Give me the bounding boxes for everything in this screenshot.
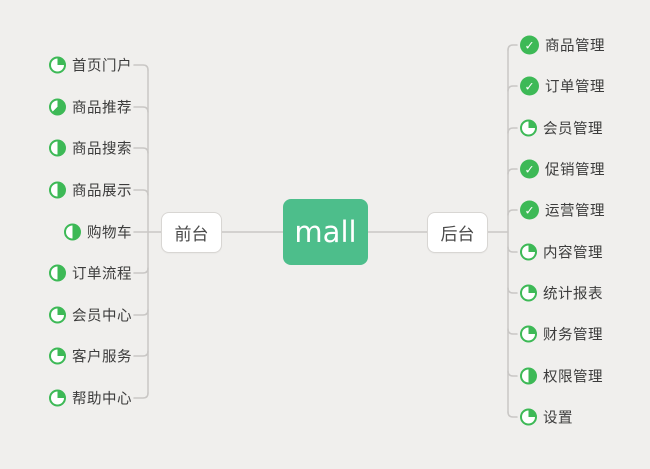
- topic-item[interactable]: 商品展示: [49, 180, 132, 201]
- topic-label: 权限管理: [543, 369, 603, 386]
- progress-pie-icon[interactable]: [49, 181, 66, 199]
- progress-pie-icon[interactable]: [49, 306, 66, 324]
- progress-pie-icon[interactable]: [49, 264, 66, 282]
- topic-item[interactable]: 客户服务: [49, 346, 132, 367]
- topic-item[interactable]: 内容管理: [520, 242, 603, 263]
- progress-done-icon[interactable]: ✓: [520, 35, 539, 55]
- topic-label: 商品管理: [545, 38, 605, 55]
- topic-label: 运营管理: [545, 203, 605, 220]
- topic-label: 会员中心: [72, 308, 132, 325]
- topic-item[interactable]: 购物车: [64, 222, 132, 243]
- topic-label: 购物车: [87, 225, 132, 242]
- topic-label: 内容管理: [543, 245, 603, 262]
- topic-label: 客户服务: [72, 349, 132, 366]
- topic-item[interactable]: 权限管理: [520, 366, 603, 387]
- topic-item[interactable]: 会员管理: [520, 118, 603, 139]
- topic-label: 统计报表: [543, 286, 603, 303]
- topic-item[interactable]: 帮助中心: [49, 388, 132, 409]
- topic-label: 会员管理: [543, 121, 603, 138]
- progress-pie-icon[interactable]: [64, 223, 81, 241]
- progress-pie-icon[interactable]: [49, 139, 66, 157]
- topic-item[interactable]: 首页门户: [49, 55, 132, 76]
- topic-item[interactable]: 商品搜索: [49, 138, 132, 159]
- progress-pie-icon[interactable]: [520, 367, 537, 385]
- progress-pie-icon[interactable]: [49, 347, 66, 365]
- topic-item[interactable]: 统计报表: [520, 283, 603, 304]
- topic-item[interactable]: 财务管理: [520, 324, 603, 345]
- progress-pie-icon[interactable]: [520, 284, 537, 302]
- topic-label: 订单管理: [545, 79, 605, 96]
- branch-label: 前台: [174, 225, 209, 245]
- progress-done-icon[interactable]: ✓: [520, 200, 539, 220]
- topic-label: 商品展示: [72, 183, 132, 200]
- topic-item[interactable]: 设置: [520, 407, 573, 428]
- topic-item[interactable]: ✓ 促销管理: [520, 159, 605, 180]
- topic-label: 设置: [543, 410, 573, 427]
- progress-pie-icon[interactable]: [49, 389, 66, 407]
- branch-node-backend[interactable]: 后台: [427, 212, 488, 253]
- topic-label: 商品搜索: [72, 141, 132, 158]
- progress-pie-icon[interactable]: [520, 243, 537, 261]
- topic-item[interactable]: ✓ 商品管理: [520, 35, 605, 56]
- topic-label: 订单流程: [72, 266, 132, 283]
- topic-label: 首页门户: [72, 58, 132, 75]
- topic-item[interactable]: 订单流程: [49, 263, 132, 284]
- branch-label: 后台: [440, 225, 475, 245]
- topic-item[interactable]: ✓ 订单管理: [520, 76, 605, 97]
- topic-label: 帮助中心: [72, 391, 132, 408]
- topic-item[interactable]: ✓ 运营管理: [520, 200, 605, 221]
- progress-pie-icon[interactable]: [520, 119, 537, 137]
- progress-pie-icon[interactable]: [49, 56, 66, 74]
- progress-done-icon[interactable]: ✓: [520, 159, 539, 179]
- topic-label: 财务管理: [543, 327, 603, 344]
- topic-item[interactable]: 商品推荐: [49, 97, 132, 118]
- branch-node-frontend[interactable]: 前台: [161, 212, 222, 253]
- progress-pie-icon[interactable]: [520, 408, 537, 426]
- topic-item[interactable]: 会员中心: [49, 305, 132, 326]
- progress-pie-icon[interactable]: [520, 325, 537, 343]
- central-topic-label: mall: [294, 215, 357, 249]
- progress-done-icon[interactable]: ✓: [520, 76, 539, 96]
- topic-label: 促销管理: [545, 162, 605, 179]
- progress-pie-icon[interactable]: [49, 98, 66, 116]
- topic-label: 商品推荐: [72, 100, 132, 117]
- central-topic-mall[interactable]: mall: [283, 199, 368, 265]
